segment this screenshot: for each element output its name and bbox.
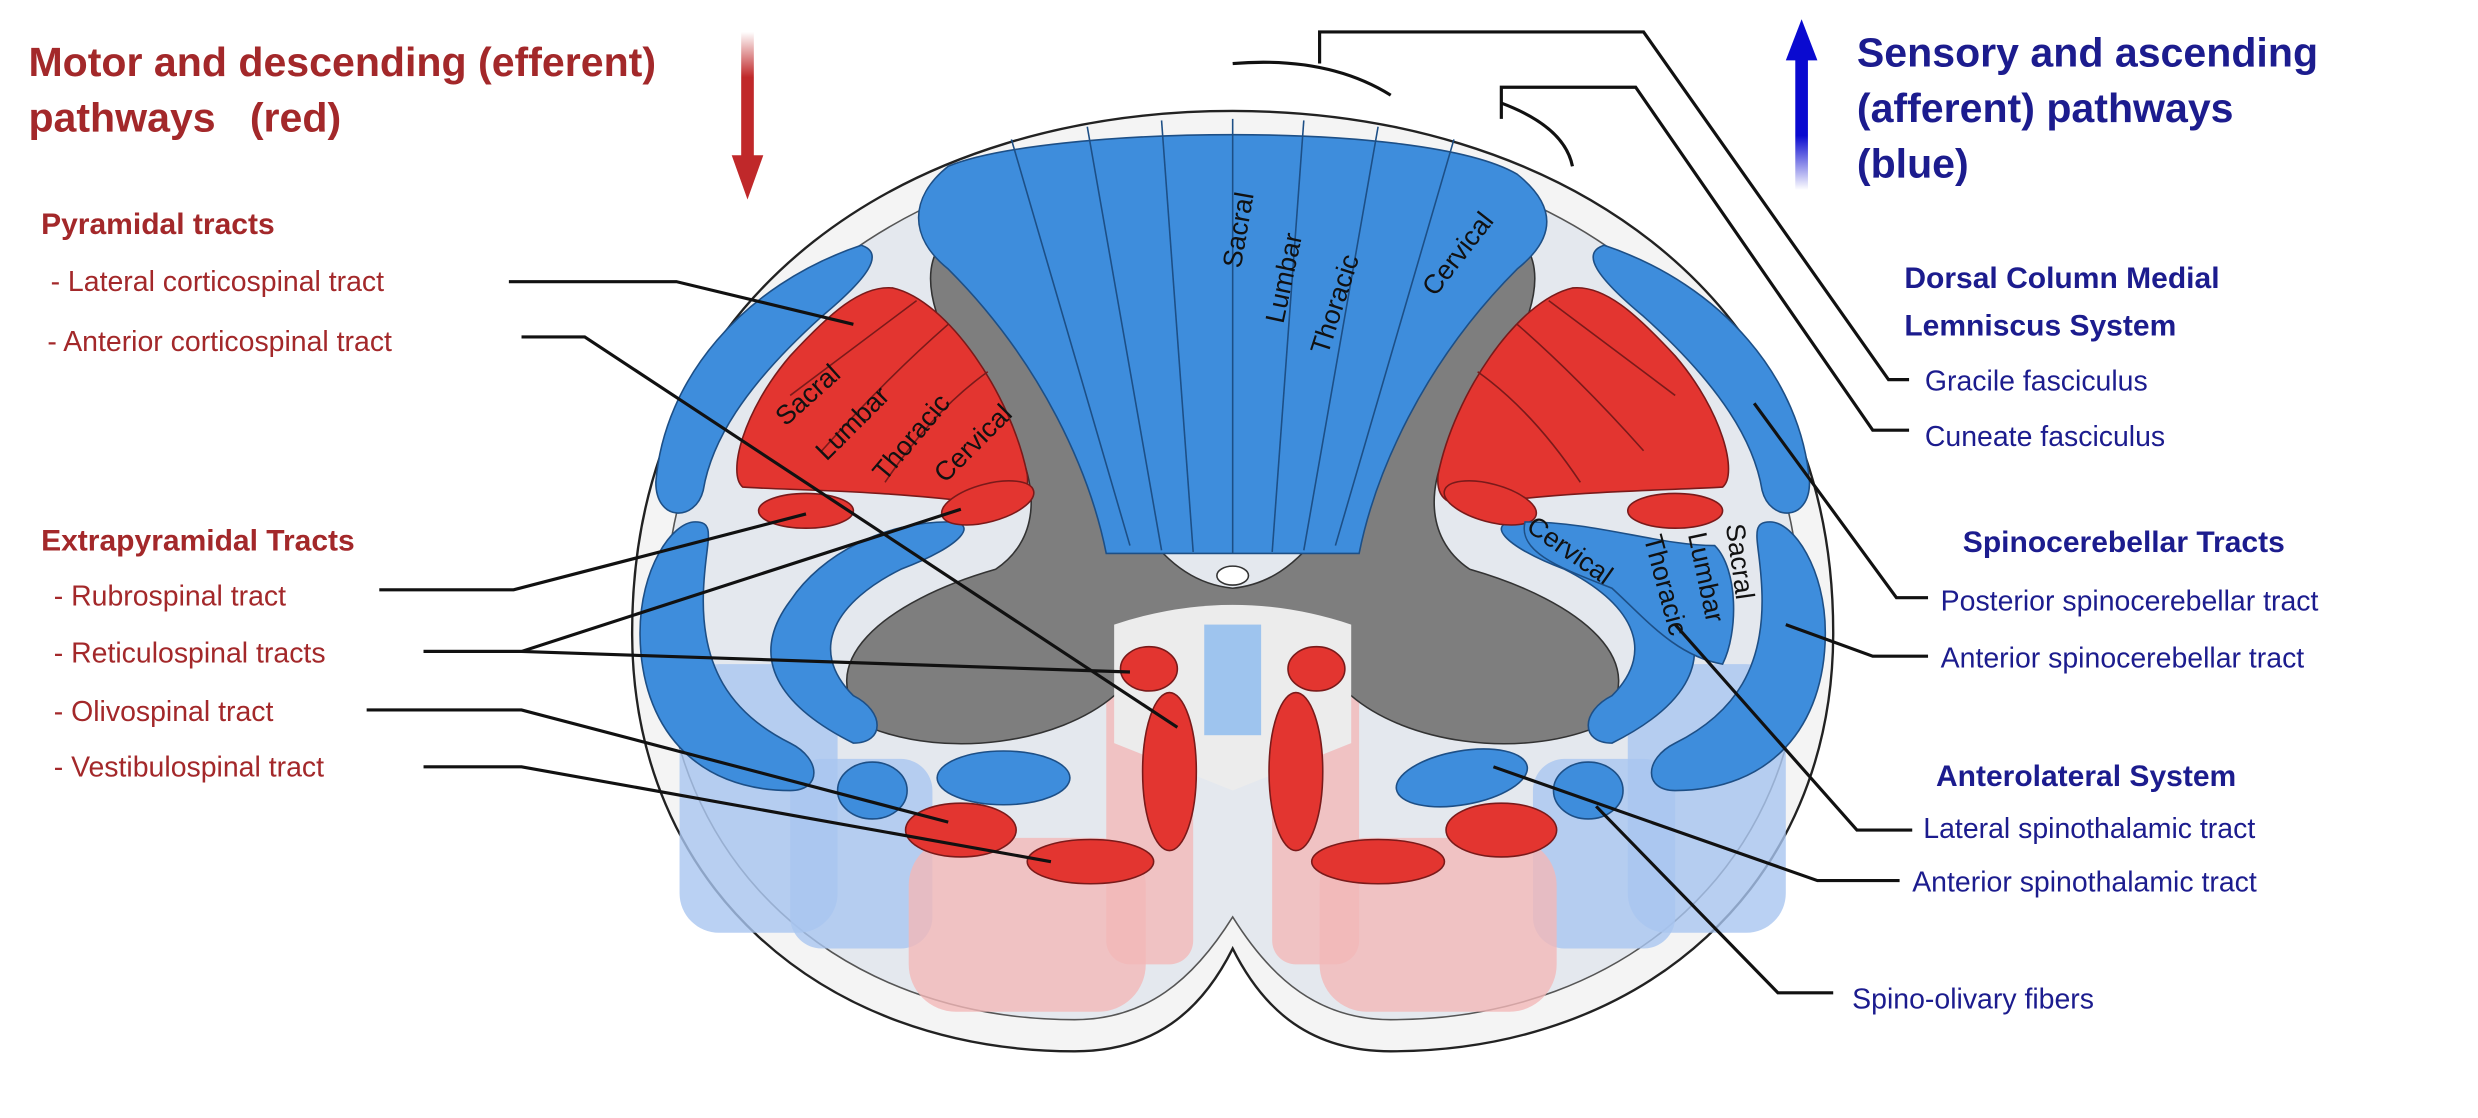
label-lateral-spinothalamic: Lateral spinothalamic tract (1923, 813, 2255, 845)
label-vestibulospinal: - Vestibulospinal tract (54, 751, 324, 783)
efferent-arrow-icon (731, 31, 764, 200)
label-spino-olivary: Spino-olivary fibers (1852, 984, 2094, 1016)
label-olivospinal: - Olivospinal tract (54, 696, 274, 728)
pyramidal-heading: Pyramidal tracts (41, 208, 275, 241)
spinal-cord-cross-section (630, 60, 1835, 1053)
leader-lines (366, 30, 1929, 995)
efferent-title-line1: Motor and descending (efferent) (28, 39, 656, 85)
label-reticulospinal: - Reticulospinal tracts (54, 638, 326, 670)
afferent-legend: Sensory and ascending (afferent) pathway… (1852, 30, 2318, 1016)
label-posterior-spinocerebellar: Posterior spinocerebellar tract (1941, 585, 2319, 617)
label-anterior-corticospinal: - Anterior corticospinal tract (47, 326, 392, 358)
spinocerebellar-heading: Spinocerebellar Tracts (1963, 526, 2285, 559)
label-lateral-corticospinal: - Lateral corticospinal tract (51, 266, 385, 298)
label-anterior-spinothalamic: Anterior spinothalamic tract (1912, 867, 2257, 899)
efferent-title-line2: pathways (red) (28, 95, 341, 141)
afferent-arrow-icon (1785, 19, 1818, 190)
efferent-legend: Motor and descending (efferent) pathways… (28, 39, 656, 783)
extrapyramidal-heading: Extrapyramidal Tracts (41, 524, 355, 557)
label-rubrospinal: - Rubrospinal tract (54, 581, 286, 613)
dcml-heading-line1: Dorsal Column Medial (1904, 262, 2219, 295)
dcml-heading-line2: Lemniscus System (1904, 309, 2176, 342)
label-gracile: Gracile fasciculus (1925, 366, 2148, 398)
afferent-title-line3: (blue) (1857, 140, 1969, 186)
label-cuneate: Cuneate fasciculus (1925, 421, 2165, 453)
afferent-title-line2: (afferent) pathways (1857, 85, 2234, 131)
label-anterior-spinocerebellar: Anterior spinocerebellar tract (1941, 642, 2305, 674)
anterolateral-heading: Anterolateral System (1936, 760, 2236, 793)
afferent-title-line1: Sensory and ascending (1857, 30, 2318, 76)
